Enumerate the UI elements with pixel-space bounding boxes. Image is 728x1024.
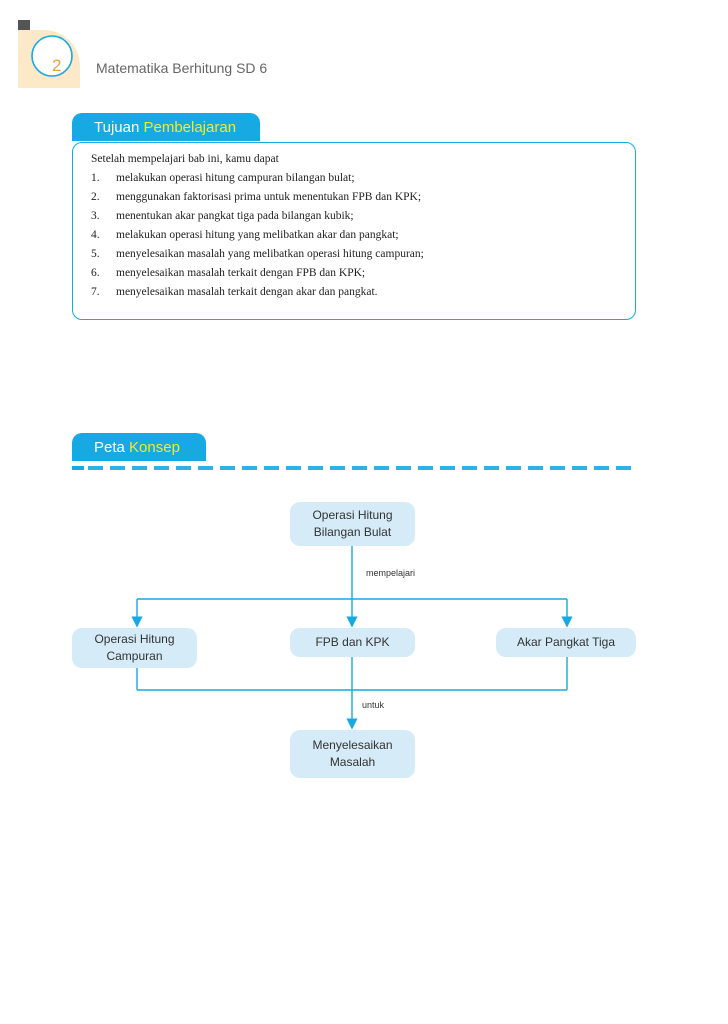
item-number: 2. <box>91 191 100 203</box>
edge-label-untuk: untuk <box>362 700 385 710</box>
node-line: Menyelesaikan <box>312 738 393 752</box>
item-number: 1. <box>91 172 100 184</box>
node-line: Akar Pangkat Tiga <box>516 635 616 649</box>
node-menyelesaikan-masalah: Menyelesaikan Masalah <box>290 730 415 778</box>
corner-decoration <box>18 20 80 88</box>
item-text: menentukan akar pangkat tiga pada bilang… <box>116 210 354 222</box>
item-number: 3. <box>91 210 100 222</box>
node-line: Bilangan Bulat <box>313 525 392 539</box>
item-text: menyelesaikan masalah terkait dengan aka… <box>116 286 378 298</box>
objectives-tab: Tujuan Pembelajaran <box>72 113 260 141</box>
node-line: Campuran <box>106 649 163 663</box>
node-operasi-hitung-bilangan-bulat: Operasi Hitung Bilangan Bulat <box>290 502 415 546</box>
book-title: Matematika Berhitung SD 6 <box>96 60 268 76</box>
item-number: 4. <box>91 229 100 241</box>
concept-map-tab: Peta Konsep <box>72 433 206 461</box>
node-line: Operasi Hitung <box>312 508 393 522</box>
item-text: menggunakan faktorisasi prima untuk mene… <box>116 191 422 203</box>
section-divider <box>88 466 636 470</box>
item-number: 5. <box>91 248 100 260</box>
node-operasi-hitung-campuran: Operasi Hitung Campuran <box>72 628 197 668</box>
node-line: FPB dan KPK <box>315 635 390 649</box>
node-line: Masalah <box>329 755 376 769</box>
objectives-box: Setelah mempelajari bab ini, kamu dapat … <box>72 142 636 320</box>
item-number: 6. <box>91 267 100 279</box>
page-number: 2 <box>52 56 62 75</box>
edge-label-mempelajari: mempelajari <box>366 568 416 578</box>
node-akar-pangkat-tiga: Akar Pangkat Tiga <box>496 628 636 657</box>
item-text: melakukan operasi hitung campuran bilang… <box>116 172 355 184</box>
concept-map-tab-label-highlight: Konsep <box>129 439 180 456</box>
section-divider-start <box>72 466 84 470</box>
item-text: menyelesaikan masalah yang melibatkan op… <box>116 248 424 260</box>
node-fpb-dan-kpk: FPB dan KPK <box>290 628 415 657</box>
concept-map-tab-label: Peta <box>94 439 125 456</box>
objectives-intro: Setelah mempelajari bab ini, kamu dapat <box>91 153 279 165</box>
objectives-tab-label-highlight: Pembelajaran <box>143 119 237 136</box>
item-number: 7. <box>91 286 100 298</box>
node-line: Operasi Hitung <box>94 632 175 646</box>
objectives-tab-label: Tujuan <box>94 119 140 136</box>
item-text: melakukan operasi hitung yang melibatkan… <box>116 229 399 241</box>
item-text: menyelesaikan masalah terkait dengan FPB… <box>116 267 366 279</box>
